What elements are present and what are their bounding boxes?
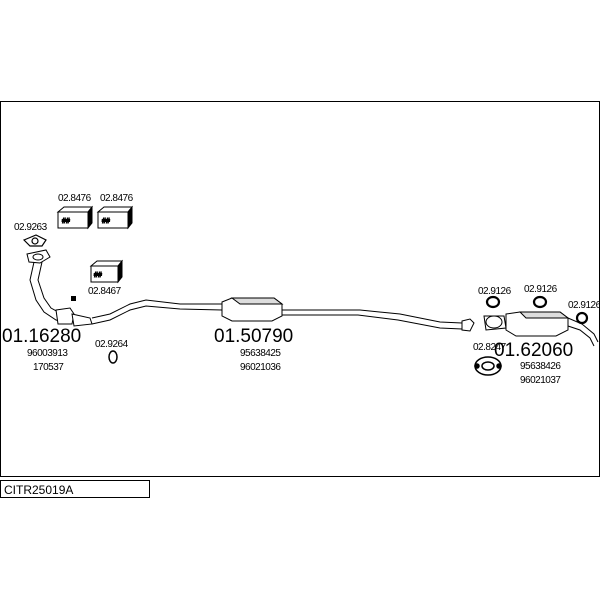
clamp-kit-1-label: 02.8476 — [58, 193, 92, 204]
middle-silencer-body — [221, 297, 284, 322]
middle-silencer-ref-1: 95638425 — [240, 348, 281, 359]
diagram-code: CITR25019A — [4, 483, 73, 497]
rear-silencer-ref-2: 96021037 — [520, 375, 561, 386]
clamp-kit-1-icon: ## — [56, 205, 94, 230]
ring-label: 02.9264 — [95, 339, 129, 350]
front-pipe-number: 01.16280 — [2, 326, 81, 347]
gasket-front-label: 02.9263 — [14, 222, 48, 233]
code-box — [0, 480, 150, 498]
gasket-front-icon — [22, 234, 47, 247]
front-pipe-ref-2: 170537 — [33, 362, 64, 373]
hanger-3-label: 02.9126 — [568, 300, 600, 311]
hanger-1-icon — [485, 295, 501, 309]
ring-icon — [108, 350, 118, 364]
rear-silencer-number: 01.62060 — [494, 340, 573, 361]
middle-pipe-drawing — [91, 299, 475, 332]
rear-silencer-drawing — [483, 311, 599, 347]
svg-text:##: ## — [62, 218, 70, 225]
hanger-2-label: 02.9126 — [524, 284, 558, 295]
front-pipe-ref-1: 96003913 — [27, 348, 68, 359]
small-marker — [71, 296, 76, 301]
clamp-kit-3-label: 02.8467 — [88, 286, 122, 297]
svg-text:##: ## — [102, 218, 110, 225]
hanger-1-label: 02.9126 — [478, 286, 512, 297]
front-pipe-drawing — [26, 249, 93, 327]
svg-text:##: ## — [94, 272, 102, 279]
clamp-kit-2-icon: ## — [96, 205, 134, 230]
middle-silencer-ref-2: 96021036 — [240, 362, 281, 373]
clamp-kit-3-icon: ## — [89, 259, 124, 284]
hanger-3-icon — [575, 311, 589, 325]
flange-clamp-label: 02.8247 — [473, 342, 507, 353]
clamp-kit-2-label: 02.8476 — [100, 193, 134, 204]
hanger-2-icon — [532, 295, 548, 309]
rear-silencer-ref-1: 95638426 — [520, 361, 561, 372]
middle-silencer-number: 01.50790 — [214, 326, 293, 347]
flange-clamp-icon — [474, 356, 502, 376]
